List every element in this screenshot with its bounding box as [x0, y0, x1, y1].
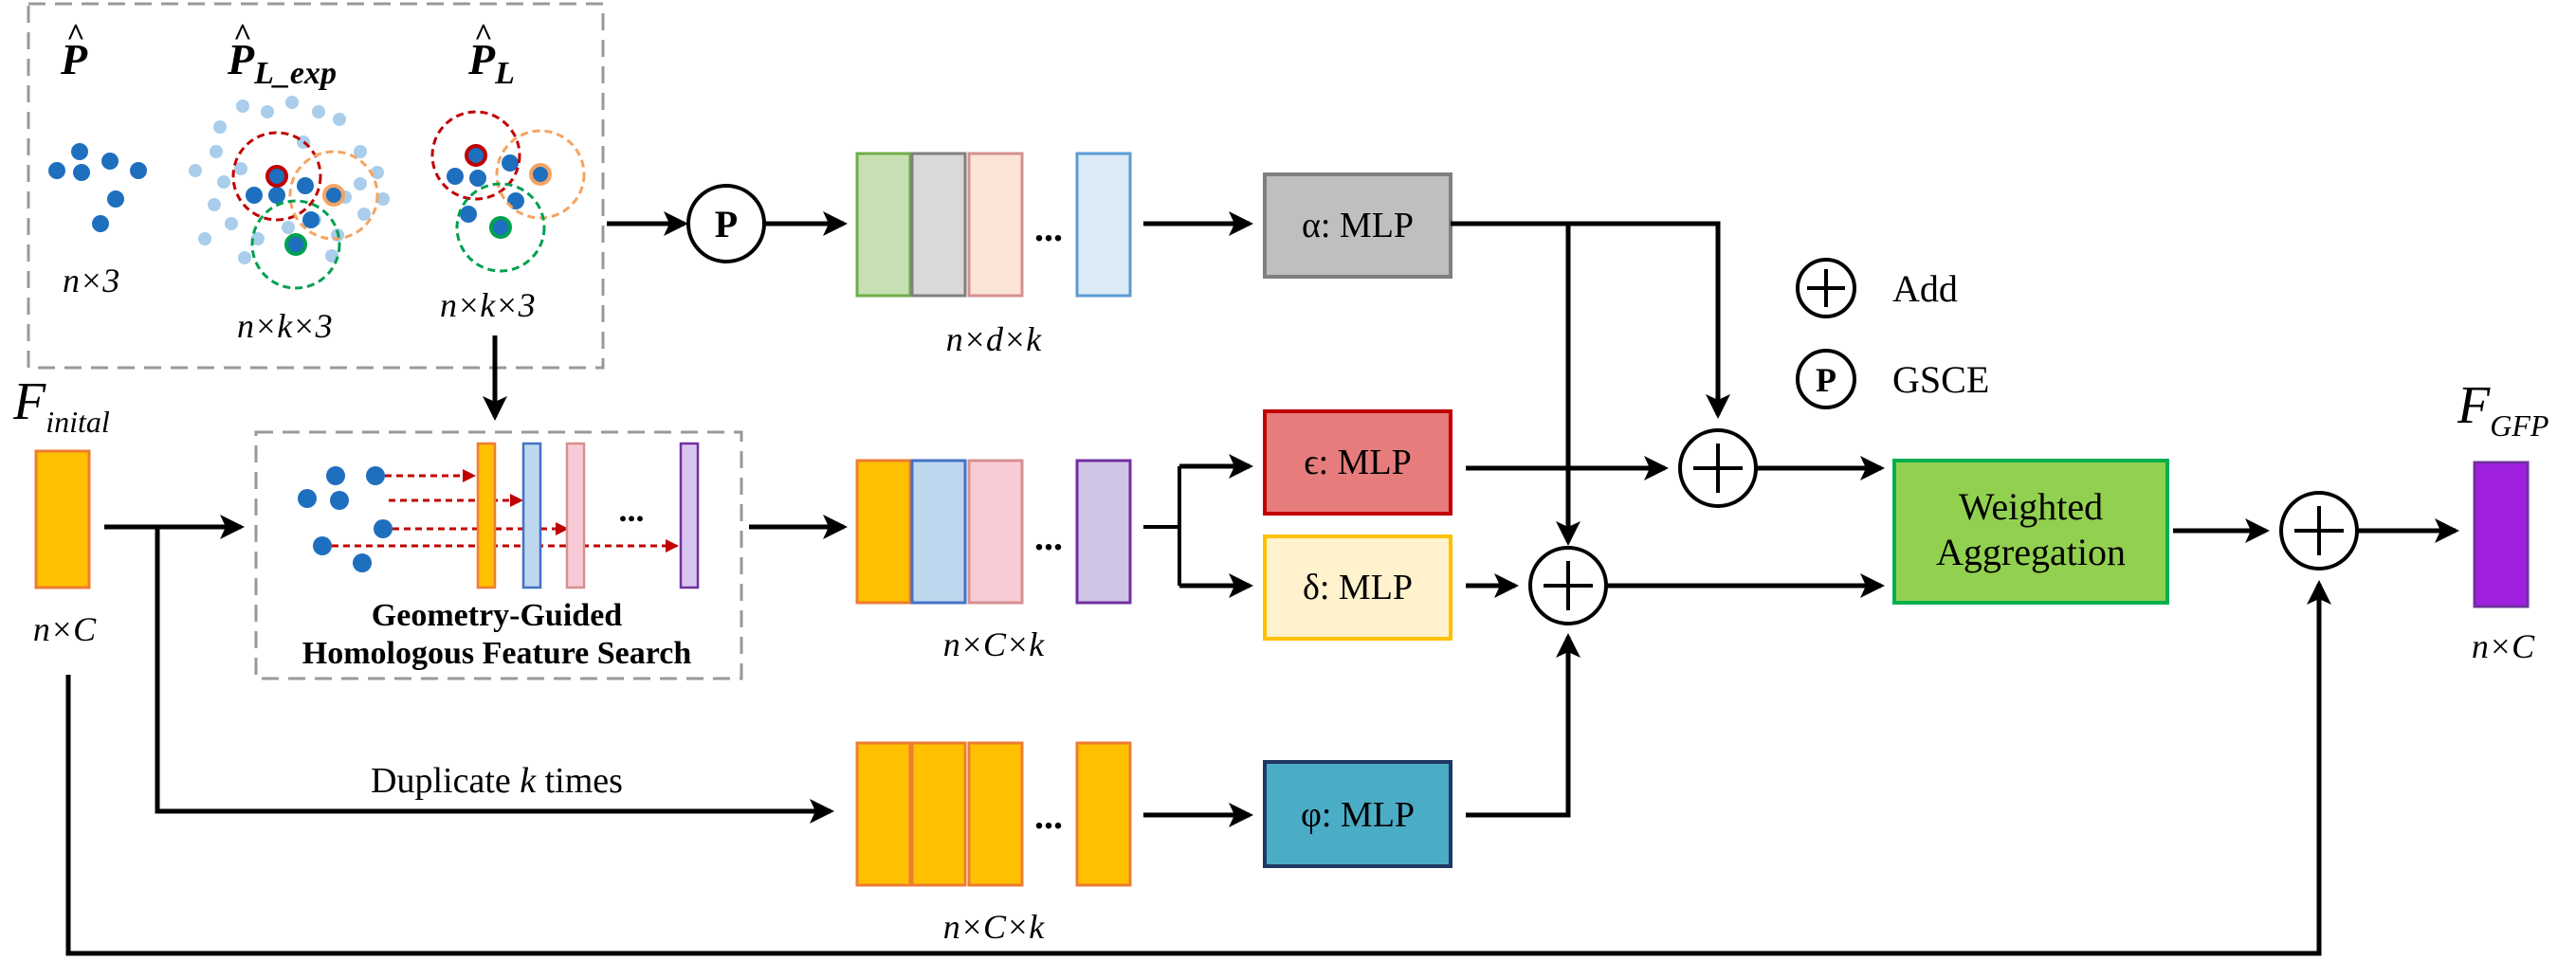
- search-feat-pink: [565, 442, 586, 589]
- delta-mlp-label: δ: MLP: [1303, 568, 1413, 607]
- feat-stack-dots: ...: [1034, 516, 1063, 558]
- dup-stack-dots: ...: [1034, 794, 1063, 837]
- arrow-phi-to-add-middle: [1466, 633, 1580, 818]
- search-feat-purple: [679, 442, 700, 589]
- alpha-mlp-label: α: MLP: [1302, 206, 1414, 245]
- output-shape: n×C: [2472, 627, 2535, 665]
- legend-add-label: Add: [1892, 267, 1958, 310]
- search-feat-blue: [521, 442, 542, 589]
- p-lexp-center-green: [284, 233, 307, 256]
- p-lexp-center-red: [265, 165, 288, 188]
- search-red-arrows: [332, 469, 679, 552]
- p-l-shape: n×k×3: [440, 286, 536, 324]
- legend-gsce-label: GSCE: [1892, 358, 1989, 401]
- p-lexp-shape: n×k×3: [237, 307, 333, 345]
- feat-stack-shape: n×C×k: [943, 625, 1046, 663]
- p-lexp-title: PL_exp: [227, 35, 337, 91]
- search-dots: ...: [619, 491, 645, 529]
- arrow-alpha-to-add-top: [1451, 221, 1730, 419]
- geo-stack: [855, 152, 1132, 298]
- p-hat-points: [48, 143, 147, 232]
- search-label-line2: Homologous Feature Search: [302, 636, 692, 671]
- duplicate-label: Duplicate k times: [371, 761, 623, 801]
- p-hat-shape: n×3: [63, 262, 119, 299]
- p-l-ring-orange: [495, 129, 586, 220]
- epsilon-mlp-box: [1263, 409, 1452, 516]
- phi-mlp-box: [1263, 760, 1452, 868]
- p-l-hat: ^: [474, 18, 493, 53]
- p-l-ring-red: [430, 110, 521, 201]
- p-lexp-ring-green: [250, 199, 341, 290]
- dup-stack: [855, 741, 1132, 887]
- geo-stack-dots: ...: [1034, 207, 1063, 249]
- f-initial-label: Finital: [12, 372, 110, 439]
- arrow-residual: [65, 580, 2331, 956]
- f-initial-block: [34, 449, 91, 589]
- p-lexp-hat: ^: [233, 18, 252, 53]
- phi-mlp-label: φ: MLP: [1301, 795, 1415, 835]
- output-label: FGFP: [2457, 376, 2549, 443]
- legend-gsce-symbol: P: [1816, 361, 1836, 399]
- p-l-title: PL: [467, 35, 515, 91]
- f-initial-shape: n×C: [33, 610, 97, 648]
- p-l-center-red: [465, 144, 487, 167]
- delta-mlp-box: [1263, 534, 1452, 641]
- p-l-center-green: [489, 216, 512, 239]
- epsilon-mlp-label: ϵ: MLP: [1304, 443, 1412, 482]
- aggregation-line1: Weighted: [1959, 485, 2103, 528]
- p-lexp-ring-red: [231, 131, 322, 222]
- output-block: [2473, 461, 2530, 608]
- p-hat-hat: ^: [66, 18, 85, 53]
- feat-stack: [855, 459, 1132, 605]
- geo-stack-shape: n×d×k: [946, 320, 1043, 358]
- p-l-ring-green: [455, 182, 546, 273]
- aggregation-line2: Aggregation: [1936, 531, 2126, 573]
- gsce-operator-symbol: P: [715, 203, 738, 245]
- point-sets-panel: [27, 2, 605, 370]
- p-hat-title: P: [60, 35, 88, 83]
- p-lexp-center-orange: [322, 184, 345, 207]
- p-l-center-orange: [529, 163, 552, 186]
- search-points: [298, 466, 393, 572]
- legend-gsce-icon: [1796, 349, 1856, 409]
- dup-stack-shape: n×C×k: [943, 908, 1046, 946]
- search-block: [254, 430, 743, 680]
- arrow-duplicate: [155, 527, 834, 824]
- search-feat-orange: [476, 442, 497, 589]
- search-label-line1: Geometry-Guided: [372, 598, 622, 633]
- weighted-aggregation-box: [1892, 459, 2169, 605]
- p-lexp-ring-orange: [288, 150, 379, 241]
